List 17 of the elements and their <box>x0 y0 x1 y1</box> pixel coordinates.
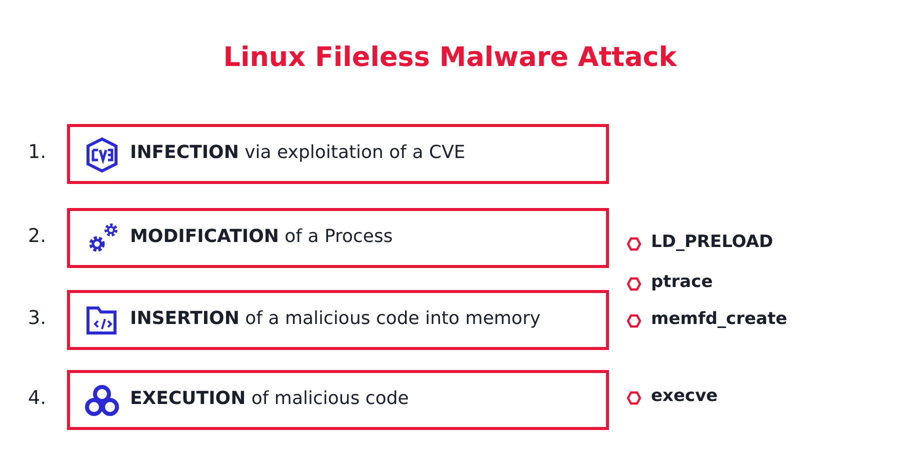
step-text: INFECTION via exploitation of a CVE <box>130 142 466 163</box>
step-number: 3. <box>28 307 46 329</box>
step-box <box>67 208 609 268</box>
step-number: 1. <box>28 141 46 163</box>
step-box <box>67 124 609 184</box>
function-name: LD_PRELOAD <box>651 232 774 252</box>
diagram-title: Linux Fileless Malware Attack <box>222 42 678 73</box>
step-text: EXECUTION of malicious code <box>130 388 409 409</box>
step-text: MODIFICATION of a Process <box>130 226 393 247</box>
step-text: INSERTION of a malicious code into memory <box>130 308 540 329</box>
step-number: 2. <box>28 225 46 247</box>
function-name: execve <box>651 386 718 406</box>
function-name: ptrace <box>651 272 713 292</box>
step-box <box>67 370 609 430</box>
function-name: memfd_create <box>651 309 788 329</box>
step-box <box>67 290 609 350</box>
step-number: 4. <box>28 387 46 409</box>
